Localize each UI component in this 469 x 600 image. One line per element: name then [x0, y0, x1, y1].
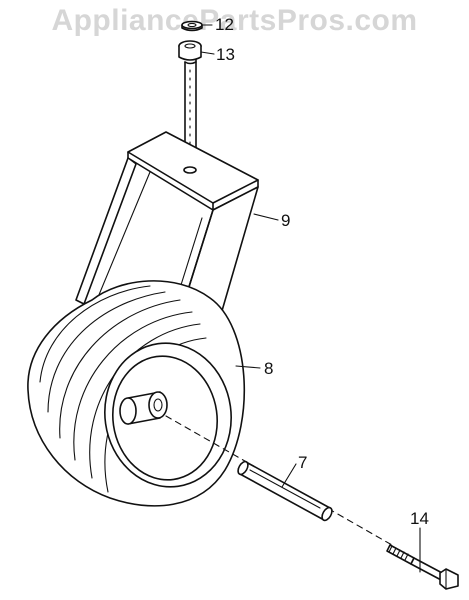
part-8-wheel: [27, 280, 245, 507]
callout-9: 9: [281, 211, 290, 230]
part-13-bushing: [178, 40, 202, 61]
part-7-axle: [237, 460, 333, 522]
callout-14: 14: [410, 509, 429, 528]
part-12-washer: [181, 20, 203, 32]
callout-12: 12: [215, 15, 234, 34]
part-14-bolt: [386, 544, 459, 590]
wheel-hub: [119, 391, 168, 425]
leader-lines: [200, 24, 421, 573]
callout-7: 7: [298, 453, 307, 472]
callout-13: 13: [216, 45, 235, 64]
callout-8: 8: [264, 359, 273, 378]
